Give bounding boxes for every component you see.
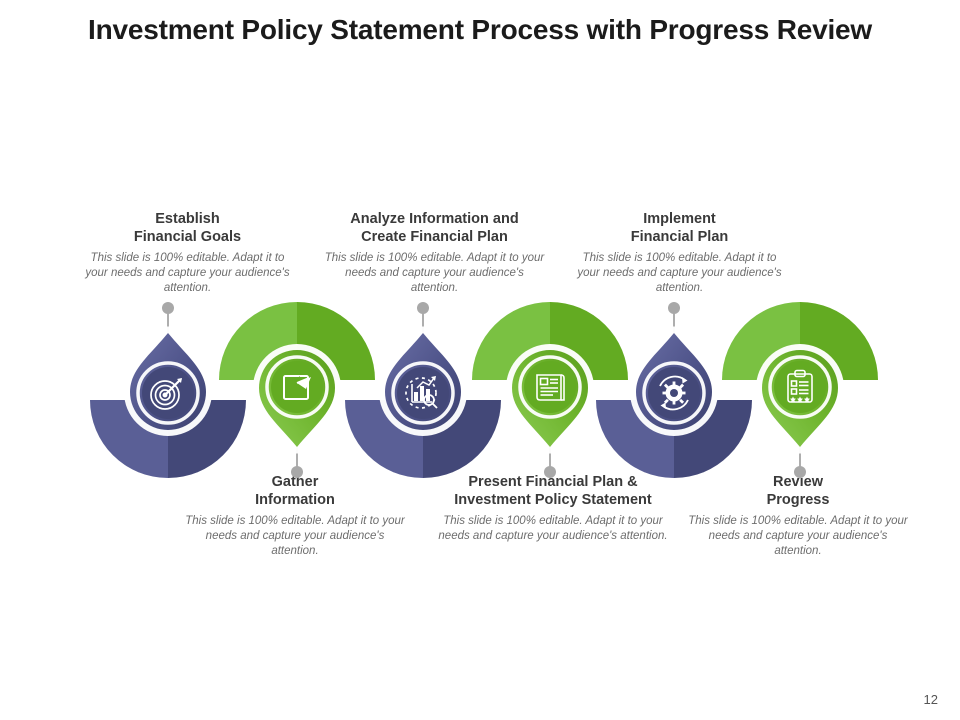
- step-description-5: This slide is 100% editable. Adapt it to…: [577, 252, 782, 294]
- process-graphic-row: [0, 300, 960, 480]
- icon-disc: [524, 361, 576, 413]
- process-node-1[interactable]: [78, 300, 258, 480]
- connector-dot: [162, 302, 174, 314]
- process-node-4[interactable]: [460, 300, 640, 480]
- process-node-2[interactable]: [207, 300, 387, 480]
- icon-ring: [391, 361, 455, 425]
- step-description-3: This slide is 100% editable. Adapt it to…: [324, 252, 545, 294]
- page-number: 12: [923, 692, 938, 707]
- step-text-block-2: Gather Information This slide is 100% ed…: [185, 473, 405, 559]
- icon-ring: [136, 361, 200, 425]
- gear-cycle-icon: [659, 375, 689, 411]
- process-node-6[interactable]: [710, 300, 890, 480]
- icon-disc: [774, 361, 826, 413]
- clipboard-checklist-stars-icon: [787, 369, 813, 403]
- step-heading-3: Analyze Information and Create Financial…: [350, 211, 519, 245]
- step-text-block-1: Establish Financial Goals This slide is …: [80, 210, 295, 296]
- step-text-block-4: Present Financial Plan & Investment Poli…: [428, 473, 678, 544]
- process-node-5[interactable]: [584, 300, 764, 480]
- connector-dot: [668, 302, 680, 314]
- process-node-3[interactable]: [333, 300, 513, 480]
- step-text-block-6: Review Progress This slide is 100% edita…: [688, 473, 908, 559]
- icon-ring: [518, 355, 582, 419]
- step-description-6: This slide is 100% editable. Adapt it to…: [688, 515, 908, 557]
- gather-data-square-icon: [283, 375, 311, 400]
- target-arrow-icon: [150, 378, 182, 410]
- step-description-1: This slide is 100% editable. Adapt it to…: [85, 252, 290, 294]
- icon-ring: [768, 355, 832, 419]
- icon-ring: [642, 361, 706, 425]
- step-text-block-3: Analyze Information and Create Financial…: [322, 210, 547, 296]
- step-heading-1: Establish Financial Goals: [133, 211, 242, 245]
- page-title: Investment Policy Statement Process with…: [88, 14, 872, 45]
- connector-dot: [291, 466, 303, 478]
- financial-document-icon: [536, 374, 565, 401]
- step-heading-2: Gather Information: [255, 474, 335, 508]
- step-heading-6: Review Progress: [766, 474, 830, 508]
- step-description-2: This slide is 100% editable. Adapt it to…: [185, 515, 405, 557]
- step-description-4: This slide is 100% editable. Adapt it to…: [438, 515, 668, 542]
- connector-dot: [544, 466, 556, 478]
- step-heading-5: Implement Financial Plan: [630, 211, 729, 245]
- step-heading-4: Present Financial Plan & Investment Poli…: [454, 474, 652, 508]
- bar-chart-magnifier-icon: [405, 376, 438, 409]
- step-text-block-5: Implement Financial Plan This slide is 1…: [572, 210, 787, 296]
- icon-ring: [265, 355, 329, 419]
- connector-dot: [417, 302, 429, 314]
- connector-dot: [794, 466, 806, 478]
